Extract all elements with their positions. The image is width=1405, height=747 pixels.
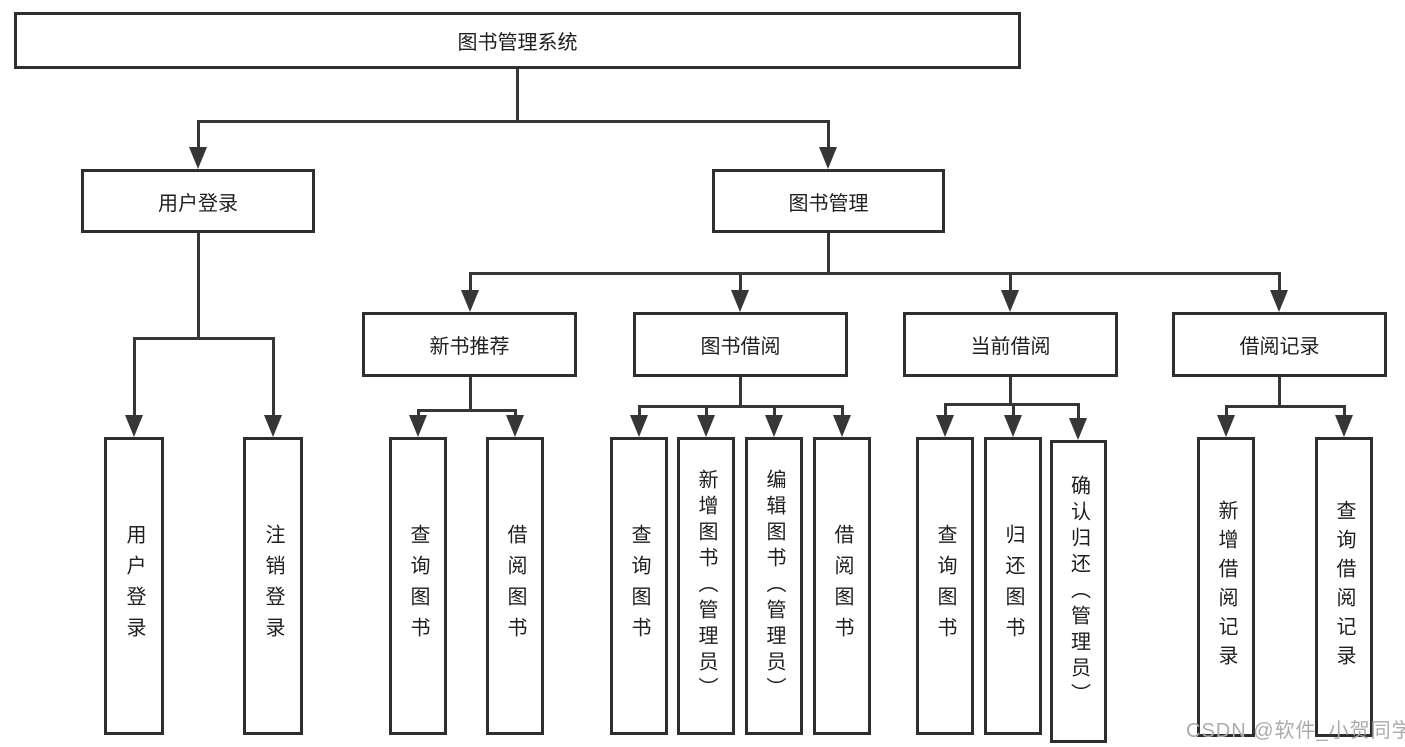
connector-line [133, 337, 136, 417]
leaf-nb-query-books: 查询图书 [389, 437, 447, 735]
arrowhead-icon [936, 415, 954, 437]
connector-line [1009, 272, 1012, 292]
leaf-logout: 注销登录 [243, 437, 303, 735]
connector-line [1343, 405, 1346, 417]
connector-line [841, 405, 844, 417]
connector-line [516, 69, 519, 120]
connector-line [944, 403, 1079, 406]
node-current-borrow: 当前借阅 [903, 312, 1118, 377]
arrowhead-icon [1001, 290, 1019, 312]
connector-line [417, 409, 420, 417]
connector-line [827, 120, 830, 150]
connector-line [469, 377, 472, 409]
arrowhead-icon [1069, 418, 1087, 440]
leaf-rec-query-record: 查询借阅记录 [1315, 437, 1373, 737]
arrowhead-icon [1270, 290, 1288, 312]
connector-line [133, 337, 274, 340]
leaf-cur-confirm-return-admin: 确认归还（管理员） [1050, 440, 1107, 743]
leaf-bw-query-books: 查询图书 [610, 437, 668, 735]
connector-line [469, 272, 472, 292]
arrowhead-icon [1335, 415, 1353, 437]
connector-line [1278, 377, 1281, 405]
leaf-bw-borrow-books: 借阅图书 [813, 437, 871, 735]
arrowhead-icon [833, 415, 851, 437]
arrowhead-icon [630, 415, 648, 437]
leaf-bw-add-books-admin: 新增图书（管理员） [677, 437, 735, 735]
leaf-nb-borrow-books: 借阅图书 [486, 437, 544, 735]
leaf-bw-edit-books-admin: 编辑图书（管理员） [745, 437, 803, 735]
connector-line [197, 120, 200, 150]
arrowhead-icon [125, 415, 143, 437]
arrowhead-icon [409, 415, 427, 437]
leaf-cur-query-books: 查询图书 [916, 437, 974, 735]
connector-line [739, 377, 742, 405]
arrowhead-icon [1004, 415, 1022, 437]
node-root: 图书管理系统 [14, 12, 1021, 69]
leaf-cur-return-books: 归还图书 [984, 437, 1042, 735]
arrowhead-icon [819, 147, 837, 169]
leaf-user-login: 用户登录 [104, 437, 164, 735]
arrowhead-icon [461, 290, 479, 312]
connector-line [272, 337, 275, 417]
connector-line [1278, 272, 1281, 292]
connector-line [773, 405, 776, 417]
connector-line [1225, 405, 1228, 417]
arrowhead-icon [506, 415, 524, 437]
arrowhead-icon [731, 290, 749, 312]
connector-line [469, 272, 1280, 275]
connector-line [638, 405, 641, 417]
connector-line [1225, 405, 1345, 408]
connector-line [197, 233, 200, 337]
connector-line [197, 120, 830, 123]
arrowhead-icon [697, 415, 715, 437]
connector-line [944, 403, 947, 417]
connector-line [638, 405, 843, 408]
node-user-login: 用户登录 [81, 169, 315, 233]
connector-line [827, 233, 830, 272]
node-book-mgmt: 图书管理 [712, 169, 945, 233]
connector-line [1077, 403, 1080, 420]
arrowhead-icon [765, 415, 783, 437]
connector-line [1009, 377, 1012, 403]
arrowhead-icon [264, 415, 282, 437]
connector-line [417, 409, 516, 412]
csdn-watermark: CSDN @软件_小贺同学 [1186, 720, 1405, 742]
connector-line [1012, 403, 1015, 417]
connector-line [514, 409, 517, 417]
node-borrow-records: 借阅记录 [1172, 312, 1387, 377]
arrowhead-icon [1217, 415, 1235, 437]
leaf-rec-add-record: 新增借阅记录 [1197, 437, 1255, 737]
arrowhead-icon [189, 147, 207, 169]
connector-line [739, 272, 742, 292]
node-new-books: 新书推荐 [362, 312, 577, 377]
node-borrowing: 图书借阅 [633, 312, 848, 377]
connector-line [705, 405, 708, 417]
